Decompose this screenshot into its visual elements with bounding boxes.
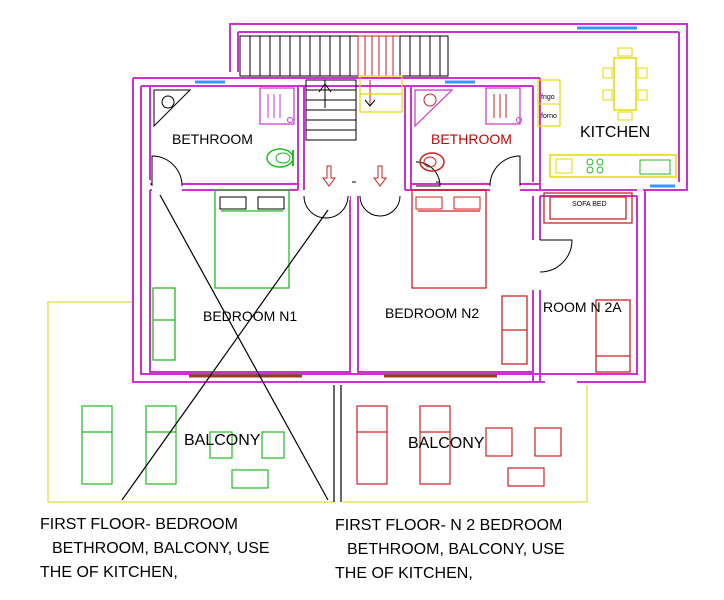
bathroom-left-label: BETHROOM — [172, 131, 253, 147]
cross-out-lines — [121, 194, 329, 501]
kitchen-label: KITCHEN — [580, 124, 650, 141]
kitchen-fixtures — [537, 47, 677, 178]
bedroom-n2-pillows — [415, 196, 481, 210]
oven-label: forno — [541, 113, 557, 120]
sofa-bed-label: SOFA BED — [572, 201, 607, 208]
balcony-outline — [47, 301, 588, 503]
stairs — [239, 35, 449, 141]
right-balcony-furniture — [356, 405, 562, 487]
bathroom-right-label: BETHROOM — [431, 131, 512, 147]
windows — [195, 26, 675, 188]
caption-left-line-2: BETHROOM, BALCONY, USE — [52, 540, 270, 557]
balcony-right-label: BALCONY — [408, 435, 485, 452]
bedroom-n2-furniture — [411, 189, 528, 365]
fridge-label: frigo — [541, 94, 555, 101]
caption-right-line-2: BETHROOM, BALCONY, USE — [347, 541, 565, 558]
room-2a-furniture — [543, 192, 633, 373]
bedroom-n2-label: BEDROOM N2 — [385, 305, 479, 321]
stairs-yellow — [359, 75, 403, 113]
bedroom-n1-pillows — [219, 196, 285, 210]
stairs-red — [357, 35, 400, 106]
left-balcony-furniture — [81, 405, 285, 489]
bedroom-n1-label: BEDROOM N1 — [203, 308, 297, 324]
door-openings — [152, 182, 577, 386]
caption-left-line-3: THE OF KITCHEN, — [40, 564, 178, 581]
caption-right-line-3: THE OF KITCHEN, — [335, 565, 473, 582]
corridor-arrows — [322, 165, 387, 187]
caption-left-line-1: FIRST FLOOR- BEDROOM — [40, 516, 238, 533]
room-n2a-label: ROOM N 2A — [543, 299, 622, 315]
balcony-left-label: BALCONY — [184, 432, 261, 449]
left-bathroom-fixtures — [153, 87, 295, 168]
bedroom-n1-furniture — [152, 189, 290, 361]
right-bathroom-fixtures — [414, 87, 522, 172]
stair-arrows — [364, 99, 376, 107]
caption-right-line-1: FIRST FLOOR- N 2 BEDROOM — [335, 517, 562, 534]
balcony-divider — [333, 385, 342, 502]
